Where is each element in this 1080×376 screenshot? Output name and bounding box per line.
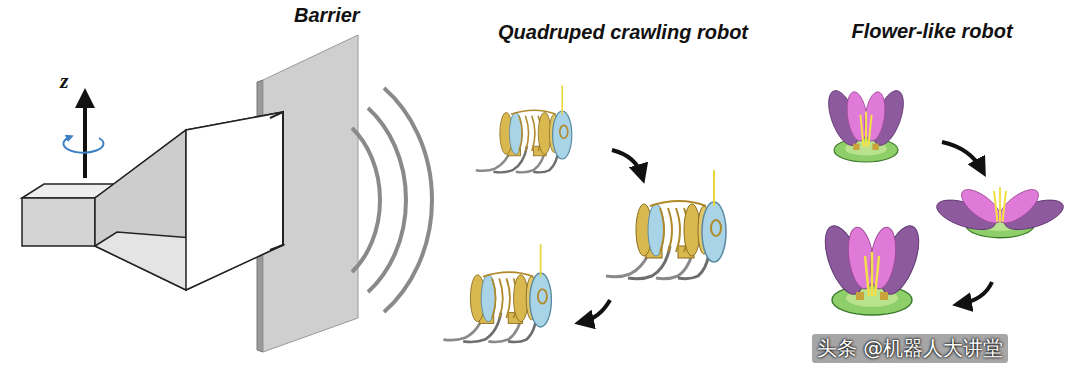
axis-label: z	[60, 68, 69, 94]
watermark: 头条 @机器人大讲堂	[812, 334, 1008, 363]
barrier-label: Barrier	[294, 4, 360, 27]
robot-title: Flower-like robot	[822, 20, 1042, 43]
robot-title: Quadruped crawling robot	[498, 20, 748, 44]
